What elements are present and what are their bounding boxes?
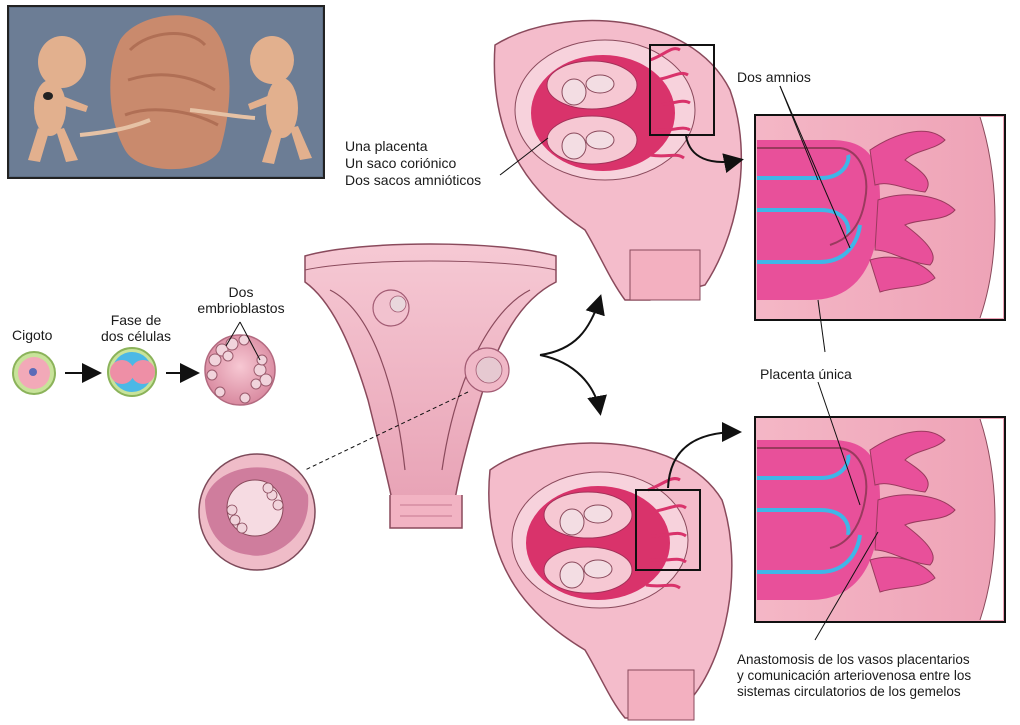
label-anastomosis-line3: sistemas circulatorios de los gemelos	[737, 684, 971, 700]
label-dos-embrioblastos: Dos embrioblastos	[186, 284, 296, 316]
label-fase-line1: Fase de	[96, 312, 176, 328]
label-anastomosis-line2: y comunicación arteriovenosa entre los	[737, 668, 971, 684]
label-dos-line2: embrioblastos	[186, 300, 296, 316]
label-una-placenta: Una placenta	[345, 138, 428, 154]
arrow-to-bottom-pregnancy	[540, 355, 600, 412]
inset-bottom-detail	[755, 417, 1005, 622]
label-un-saco-corionico: Un saco coriónico	[345, 155, 456, 171]
zygote	[13, 352, 55, 394]
label-anastomosis-line1: Anastomosis de los vasos placentarios	[737, 652, 971, 668]
label-placenta-unica: Placenta única	[760, 366, 852, 382]
blastocyst-two-embryoblasts	[205, 335, 275, 405]
label-fase-line2: dos células	[96, 328, 176, 344]
label-dos-sacos-amnioticos: Dos sacos amnióticos	[345, 172, 481, 188]
label-dos-amnios: Dos amnios	[737, 69, 811, 85]
twins-photo	[8, 6, 324, 178]
pregnant-uterus-bottom	[489, 443, 732, 720]
label-dos-line1: Dos	[186, 284, 296, 300]
arrow-to-top-pregnancy	[540, 298, 600, 355]
two-cell-stage	[108, 348, 156, 396]
label-anastomosis: Anastomosis de los vasos placentarios y …	[737, 652, 971, 700]
implantation-detail	[199, 454, 315, 570]
label-fase-de-dos-celulas: Fase de dos células	[96, 312, 176, 344]
label-cigoto: Cigoto	[12, 327, 52, 343]
inset-top-detail	[755, 115, 1005, 320]
